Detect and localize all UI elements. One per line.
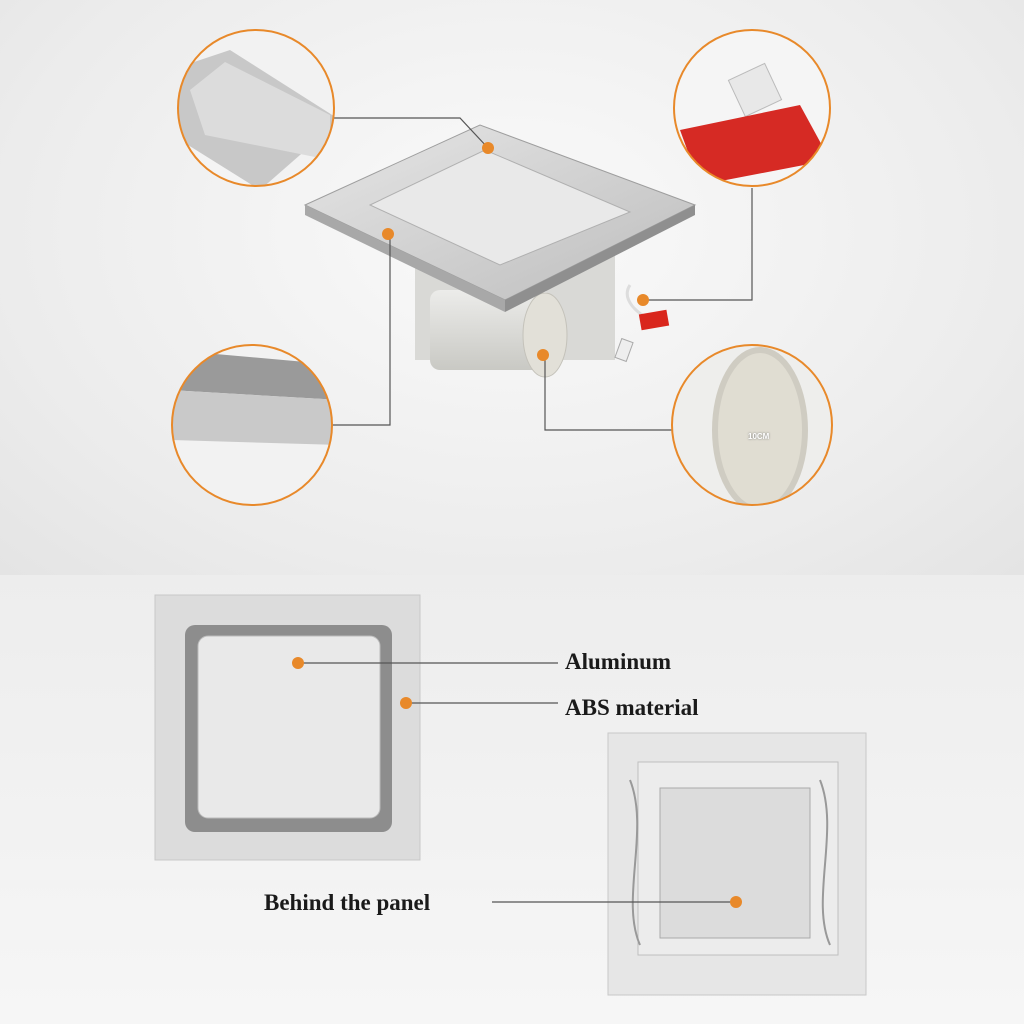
- label-dots: [292, 657, 742, 908]
- duct-size-label: 10CM: [748, 432, 770, 441]
- front-panel-photo: [154, 594, 421, 861]
- aluminum-label: Aluminum: [565, 649, 672, 674]
- callout-dots: [382, 142, 649, 361]
- callout-lines: [330, 117, 753, 431]
- detail-circle-corner: [177, 29, 335, 187]
- behind-panel-label: Behind the panel: [264, 890, 431, 915]
- label-lines: [300, 662, 735, 903]
- detail-circle-duct: [671, 344, 833, 506]
- exhaust-fan-product: [303, 124, 697, 378]
- detail-circle-edge: [171, 344, 333, 506]
- detail-circle-plug: [673, 29, 831, 187]
- rear-panel-photo: [607, 732, 867, 996]
- abs-material-label: ABS material: [565, 695, 699, 720]
